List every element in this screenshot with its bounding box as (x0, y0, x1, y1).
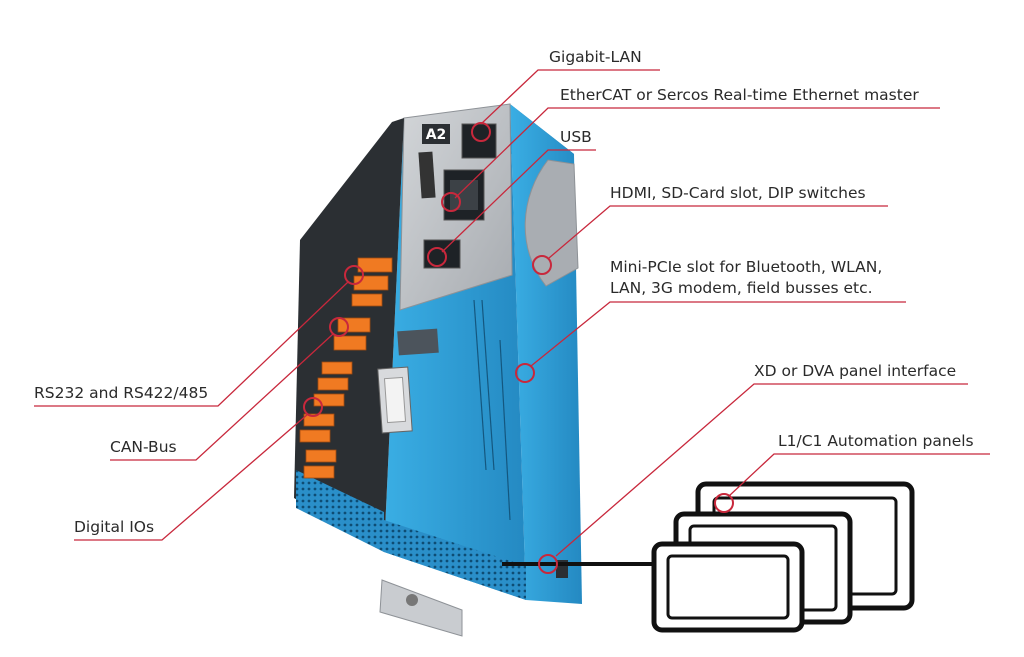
callout-marker-hdmi (532, 255, 552, 275)
panel-front-screen (666, 554, 790, 620)
label-gigabit-lan: Gigabit-LAN (549, 48, 642, 66)
callout-line-digital-io (74, 413, 309, 541)
automation-panels (651, 481, 915, 633)
callout-line-canbus (110, 333, 334, 461)
callout-line-hdmi (548, 205, 888, 259)
label-canbus: CAN-Bus (110, 438, 177, 456)
label-minipcie-line2: LAN, 3G modem, field busses etc. (610, 279, 873, 297)
device-print-lines (473, 299, 511, 521)
label-ethercat: EtherCAT or Sercos Real-time Ethernet ma… (560, 86, 919, 104)
label-hdmi: HDMI, SD-Card slot, DIP switches (610, 184, 866, 202)
label-panels: L1/C1 Automation panels (778, 432, 974, 450)
callout-marker-minipcie (515, 363, 535, 383)
model-badge-box (422, 124, 450, 144)
label-usb: USB (560, 128, 592, 146)
device-left-side (294, 118, 404, 552)
label-minipcie-line1: Mini-PCIe slot for Bluetooth, WLAN, (610, 258, 883, 276)
label-xd-dva: XD or DVA panel interface (754, 362, 957, 380)
callout-marker-xd-dva (538, 554, 558, 574)
callout-line-xd-dva (555, 383, 968, 557)
callout-marker-ethercat (441, 192, 461, 212)
dvi-connector-pins (383, 376, 407, 424)
bracket-hole (406, 594, 418, 606)
callout-line-gigabit-lan (480, 69, 660, 125)
callout-marker-panels (714, 493, 734, 513)
callout-line-panels (728, 453, 990, 497)
callout-marker-digital-io (303, 397, 323, 417)
callout-marker-gigabit-lan (471, 122, 491, 142)
callout-line-rs232 (34, 281, 349, 407)
hdmi-sd-cover (524, 159, 579, 287)
controller-device: A2 (294, 103, 582, 637)
callout-line-minipcie (530, 301, 906, 367)
model-badge: A2 (426, 127, 447, 143)
vent-grid (296, 470, 384, 552)
callout-line-usb (441, 149, 596, 253)
terminal-blocks (299, 257, 393, 479)
mounting-bracket (379, 579, 463, 637)
callout-line-ethercat (454, 107, 940, 199)
panel-interface-plate (397, 328, 439, 356)
label-rs232: RS232 and RS422/485 (34, 384, 209, 402)
vent-grid-front (384, 520, 526, 600)
callout-marker-canbus (329, 317, 349, 337)
label-digital-io: Digital IOs (74, 518, 155, 536)
callout-marker-rs232 (344, 265, 364, 285)
callout-marker-usb (427, 247, 447, 267)
callouts (34, 69, 990, 574)
type-plate (418, 151, 436, 199)
ethercat-port-inner (450, 180, 478, 210)
